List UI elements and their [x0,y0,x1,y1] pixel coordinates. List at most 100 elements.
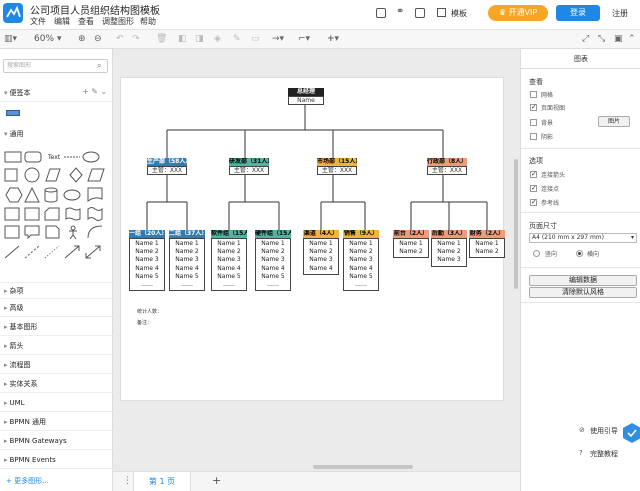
menu-file[interactable]: 文件 [30,17,46,26]
menu-adjust-shape[interactable]: 调整图形 [102,17,134,26]
dept-marketing-manager[interactable]: 主管：XXX [317,166,357,175]
notes-actions-icon[interactable]: + ✎ ⌄ [82,87,108,96]
team-title[interactable]: 二组（37人） [169,230,205,238]
dept-production-manager[interactable]: 主管：XXX [147,166,187,175]
image-button[interactable]: 图片 [598,116,630,127]
clear-style-button[interactable]: 清除默认风格 [529,287,637,298]
horizontal-scrollbar[interactable] [313,465,413,469]
section-notes[interactable]: ▾便签本 [0,85,113,102]
to-front-icon[interactable]: ◧ [178,34,187,44]
note-shape[interactable] [6,110,20,116]
zoom-level[interactable]: 60% [34,34,55,44]
zoom-out-icon[interactable]: ⊖ [94,34,102,44]
share-icon[interactable]: ⚭ [396,6,405,17]
team-title[interactable]: 前台（2人） [393,230,429,238]
page-view-checkbox[interactable] [530,103,537,111]
section-bpmn-events[interactable]: ▸BPMN Events [0,452,113,469]
team-title[interactable]: 渠道（4人） [303,230,339,238]
insert-icon[interactable]: +▾ [327,34,340,44]
background-checkbox[interactable] [530,119,537,126]
section-arrows[interactable]: ▸箭头 [0,338,113,355]
vip-button[interactable]: ♛ 开通VIP [488,5,548,21]
save-icon[interactable] [376,8,386,18]
export-icon[interactable] [415,8,425,18]
app-logo-icon[interactable] [3,3,23,23]
add-page-icon[interactable]: + [212,474,222,487]
connection-arrows-checkbox[interactable] [530,170,537,178]
undo-icon[interactable]: ↶ [116,34,124,44]
section-flowchart[interactable]: ▸流程图 [0,357,113,374]
menu-view[interactable]: 查看 [78,17,94,26]
dept-admin-title[interactable]: 行政部（8人） [427,158,467,166]
redo-icon[interactable]: ↷ [132,34,140,44]
more-pages-icon[interactable]: ⋮ [123,476,132,486]
line-color-icon[interactable]: ✎ [233,34,241,44]
grid-checkbox[interactable] [530,91,537,98]
delete-icon[interactable]: 🗑 [156,34,168,44]
connection-style-icon[interactable]: →▾ [272,34,285,44]
shape-search-input[interactable]: 搜索图形 [3,59,108,73]
section-advanced[interactable]: ▸高级 [0,300,113,317]
section-uml[interactable]: ▸UML [0,395,113,412]
collapse-up-icon[interactable]: ⌃ [628,34,636,44]
team-title[interactable]: 销售（9人） [343,230,379,238]
shadow-icon[interactable]: ▭ [251,34,260,44]
menu-help[interactable]: 帮助 [140,17,156,26]
diagram-canvas[interactable]: 总经理 Name 生产部（58人） 主管：XXX 研发部（31人） 主管：XXX… [113,49,520,471]
footnote-remarks[interactable]: 备注： [137,320,153,326]
section-misc[interactable]: ▸杂项 [0,282,113,299]
root-title[interactable]: 总经理 [288,88,324,96]
landscape-radio[interactable] [576,250,583,257]
dept-rnd-manager[interactable]: 主管：XXX [229,166,269,175]
format-panel-icon[interactable]: ▣ [614,34,623,44]
more-shapes-link[interactable]: + 更多图形... [6,477,49,485]
template-icon[interactable] [437,8,446,17]
paper-size-select[interactable]: A4 (210 mm x 297 mm)▾ [529,233,637,243]
section-entity-relation[interactable]: ▸实体关系 [0,376,113,393]
tab-page-1[interactable]: 第 1 页 [133,472,191,491]
help-circle-icon[interactable]: ⊘ [579,426,585,434]
shadow-checkbox[interactable] [530,133,537,140]
team-title[interactable]: 财务（2人） [469,230,505,238]
search-icon[interactable]: ⌕ [97,61,102,70]
assistant-badge-icon[interactable] [623,423,640,443]
team-title[interactable]: 硬件组（15人） [255,230,291,238]
section-bpmn-general[interactable]: ▸BPMN 通用 [0,414,113,431]
vertical-scrollbar[interactable] [514,159,518,289]
dept-rnd-title[interactable]: 研发部（31人） [229,158,269,166]
team-title[interactable]: 一组（20人） [129,230,165,238]
team-title[interactable]: 后勤（3人） [431,230,467,238]
edit-data-button[interactable]: 编辑数据 [529,275,637,286]
zoom-in-icon[interactable]: ⊕ [78,34,86,44]
connection-points-checkbox[interactable] [530,184,537,192]
to-back-icon[interactable]: ◨ [195,34,204,44]
dept-marketing-title[interactable]: 市场部（15人） [317,158,357,166]
diagram-page[interactable]: 总经理 Name 生产部（58人） 主管：XXX 研发部（31人） 主管：XXX… [120,77,505,401]
portrait-radio[interactable] [533,250,540,257]
footnote-headcount[interactable]: 统计人数： [137,309,163,315]
reset-view-icon[interactable]: ⤡ [598,34,606,44]
guides-checkbox[interactable] [530,198,537,206]
fill-color-icon[interactable]: ◈ [214,34,221,44]
menu-edit[interactable]: 编辑 [54,17,70,26]
section-basic-shapes[interactable]: ▸基本图形 [0,319,113,336]
login-button[interactable]: 登录 [556,5,600,21]
template-button[interactable]: 模板 [451,9,467,18]
root-name[interactable]: Name [288,96,324,105]
register-link[interactable]: 注册 [612,9,628,18]
document-title[interactable]: 公司项目人员组织结构图模板 [30,6,160,17]
tutorial-link[interactable]: 完整教程 [590,450,618,458]
chevron-down-icon[interactable]: ▾ [57,34,62,44]
section-general[interactable]: ▾通用 [0,126,113,143]
fullscreen-icon[interactable]: ⤢ [582,34,590,44]
dept-admin-manager[interactable]: 主管：XXX [427,166,467,175]
section-bpmn-gateways[interactable]: ▸BPMN Gateways [0,433,113,450]
